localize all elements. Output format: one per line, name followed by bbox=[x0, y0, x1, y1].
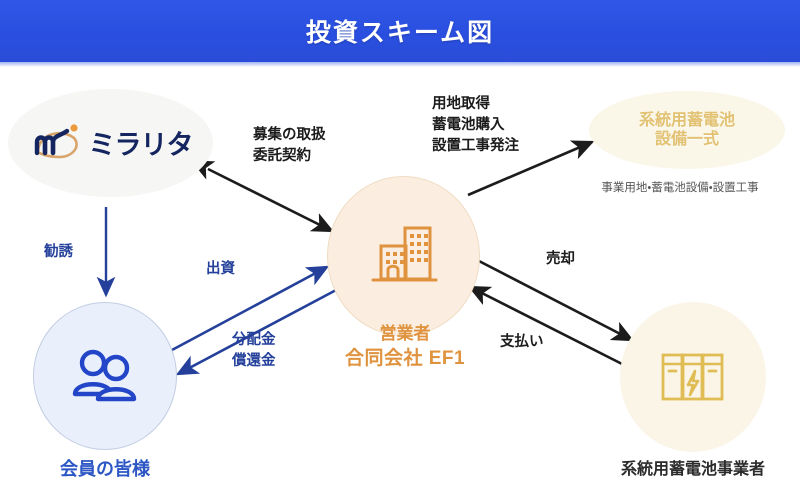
label-order-line2: 蓄電池購入 bbox=[432, 117, 505, 134]
label-entrust-line2: 委託契約 bbox=[253, 148, 311, 165]
node-equipment-label-line2: 設備一式 bbox=[654, 131, 719, 148]
page-title: 投資スキーム図 bbox=[305, 19, 495, 47]
node-members bbox=[33, 302, 177, 450]
header-banner: 投資スキーム図 bbox=[0, 0, 800, 62]
miralita-monogram-icon bbox=[34, 124, 78, 159]
label-entrust-line1: 募集の取扱 bbox=[253, 127, 326, 143]
node-battery-operator bbox=[620, 302, 766, 452]
label-order: 用地取得 蓄電池購入 設置工事発注 bbox=[432, 94, 519, 157]
arrow-payment bbox=[467, 285, 629, 369]
arrow-entrust bbox=[190, 160, 335, 233]
label-sale: 売却 bbox=[546, 251, 575, 267]
node-equipment: 系統用蓄電池 設備一式 bbox=[589, 91, 785, 169]
investment-scheme-diagram: ミラリタ 会員の皆様 bbox=[0, 67, 800, 492]
header-underline bbox=[0, 62, 800, 67]
label-entrust: 募集の取扱 委託契約 bbox=[253, 125, 326, 167]
arrow-order bbox=[467, 140, 595, 197]
node-members-caption: 会員の皆様 bbox=[60, 459, 150, 479]
label-dividend: 分配金 償還金 bbox=[232, 330, 276, 372]
label-order-line3: 設置工事発注 bbox=[432, 138, 519, 155]
node-operator-caption: 営業者 合同会社 EF1 bbox=[310, 323, 500, 372]
label-invest: 出資 bbox=[206, 261, 235, 277]
people-group-icon bbox=[72, 349, 137, 402]
arrow-layer bbox=[96, 140, 635, 376]
node-equipment-label-line1: 系統用蓄電池 bbox=[638, 111, 735, 129]
label-dividend-line2: 償還金 bbox=[232, 353, 276, 370]
battery-storage-icon bbox=[661, 353, 724, 401]
node-equipment-caption: 事業用地・蓄電池設備・設置工事 bbox=[601, 182, 759, 194]
label-payment: 支払い bbox=[500, 334, 544, 350]
node-operator-caption-line2: 合同会社 EF1 bbox=[344, 347, 466, 369]
arrow-dividend bbox=[175, 287, 339, 376]
label-dividend-line1: 分配金 bbox=[232, 332, 276, 348]
arrow-invest bbox=[171, 265, 330, 352]
office-building-icon bbox=[371, 226, 437, 282]
node-battery-operator-caption: 系統用蓄電池事業者 bbox=[620, 461, 765, 478]
miralita-wordmark: ミラリタ bbox=[88, 129, 194, 160]
label-solicit: 勧誘 bbox=[44, 244, 73, 260]
arrow-sale bbox=[476, 258, 635, 342]
node-operator-caption-line1: 営業者 bbox=[379, 324, 431, 343]
node-operator bbox=[327, 176, 480, 336]
label-order-line1: 用地取得 bbox=[432, 96, 490, 112]
miralita-logo: ミラリタ bbox=[29, 120, 194, 164]
node-miralita: ミラリタ bbox=[8, 89, 213, 197]
